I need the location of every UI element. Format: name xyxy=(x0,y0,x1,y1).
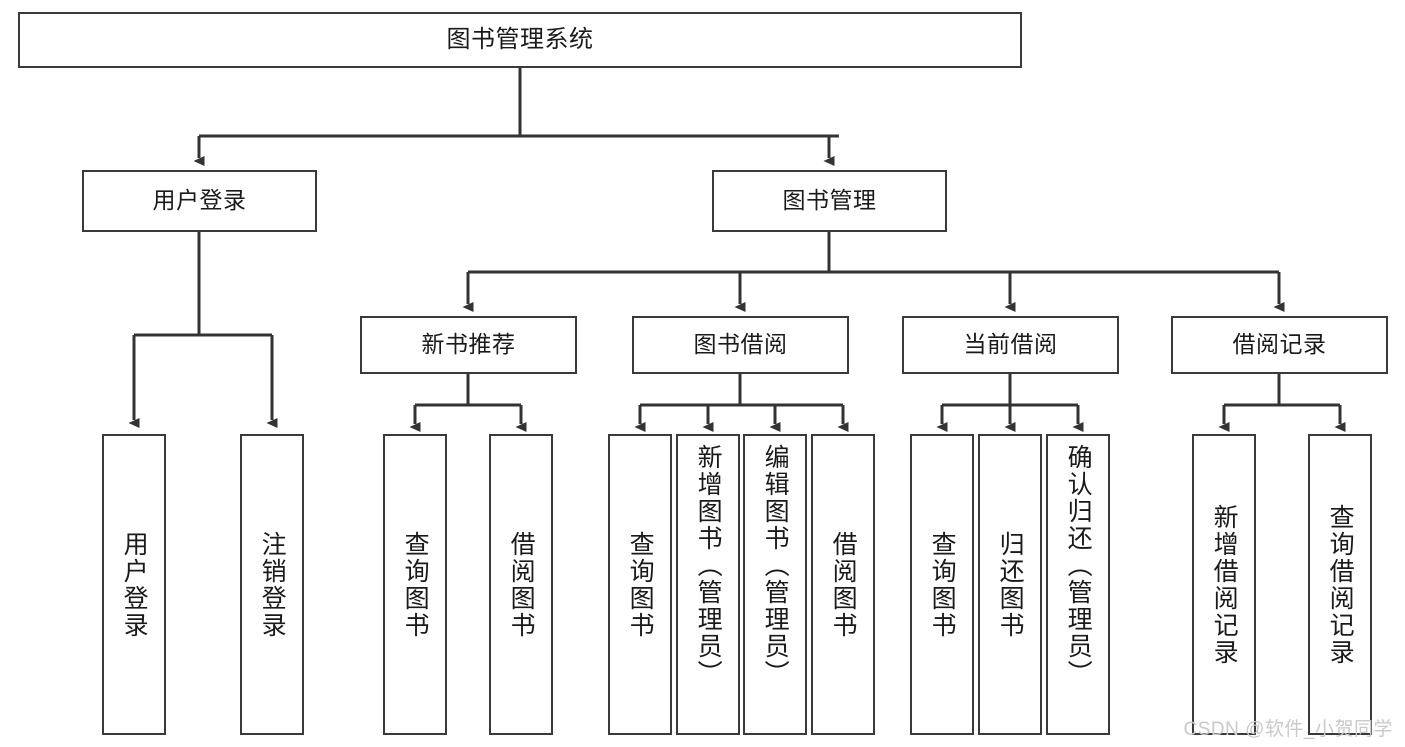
node-leaf-return-book-label: 归还图书 xyxy=(996,530,1025,639)
node-book-borrow-label: 图书借阅 xyxy=(693,331,788,358)
node-leaf-query-record[interactable]: 查询借阅记录 xyxy=(1308,434,1372,735)
node-leaf-user-logout[interactable]: 注销登录 xyxy=(240,434,304,735)
node-leaf-add-book[interactable]: 新增图书（管理员） xyxy=(676,434,740,735)
csdn-watermark: CSDN @软件_小贺同学 xyxy=(1183,719,1393,740)
node-leaf-borrow-book-2[interactable]: 借阅图书 xyxy=(811,434,875,735)
node-current-borrow-label: 当前借阅 xyxy=(963,331,1058,358)
node-leaf-confirm-return-label: 确认归还（管理员） xyxy=(1064,444,1093,687)
node-leaf-borrow-book-1-label: 借阅图书 xyxy=(507,530,536,639)
node-leaf-confirm-return[interactable]: 确认归还（管理员） xyxy=(1046,434,1110,735)
node-borrow-record-label: 借阅记录 xyxy=(1232,331,1327,358)
node-leaf-user-login-label: 用户登录 xyxy=(120,530,149,639)
node-user-login-label: 用户登录 xyxy=(152,187,247,214)
node-book-borrow[interactable]: 图书借阅 xyxy=(632,316,849,374)
node-leaf-add-record[interactable]: 新增借阅记录 xyxy=(1192,434,1256,735)
node-leaf-query-record-label: 查询借阅记录 xyxy=(1326,503,1355,666)
node-leaf-query-book-3-label: 查询图书 xyxy=(928,530,957,639)
node-leaf-query-book-1-label: 查询图书 xyxy=(401,530,430,639)
node-leaf-query-book-2[interactable]: 查询图书 xyxy=(608,434,672,735)
node-leaf-add-record-label: 新增借阅记录 xyxy=(1210,503,1239,666)
node-leaf-query-book-2-label: 查询图书 xyxy=(626,530,655,639)
node-book-manage[interactable]: 图书管理 xyxy=(712,170,947,232)
node-leaf-query-book-1[interactable]: 查询图书 xyxy=(383,434,447,735)
node-leaf-add-book-label: 新增图书（管理员） xyxy=(694,444,723,687)
node-new-book-recommend-label: 新书推荐 xyxy=(421,331,516,358)
node-current-borrow[interactable]: 当前借阅 xyxy=(902,316,1119,374)
node-leaf-user-logout-label: 注销登录 xyxy=(258,530,287,639)
node-leaf-return-book[interactable]: 归还图书 xyxy=(978,434,1042,735)
node-leaf-edit-book-label: 编辑图书（管理员） xyxy=(761,444,790,687)
node-leaf-edit-book[interactable]: 编辑图书（管理员） xyxy=(743,434,807,735)
node-leaf-borrow-book-2-label: 借阅图书 xyxy=(829,530,858,639)
node-user-login[interactable]: 用户登录 xyxy=(82,170,317,232)
node-new-book-recommend[interactable]: 新书推荐 xyxy=(360,316,577,374)
node-leaf-query-book-3[interactable]: 查询图书 xyxy=(910,434,974,735)
node-borrow-record[interactable]: 借阅记录 xyxy=(1171,316,1388,374)
node-leaf-user-login[interactable]: 用户登录 xyxy=(102,434,166,735)
node-root[interactable]: 图书管理系统 xyxy=(18,12,1022,68)
node-book-manage-label: 图书管理 xyxy=(782,187,877,214)
node-root-label: 图书管理系统 xyxy=(446,25,594,53)
node-leaf-borrow-book-1[interactable]: 借阅图书 xyxy=(489,434,553,735)
